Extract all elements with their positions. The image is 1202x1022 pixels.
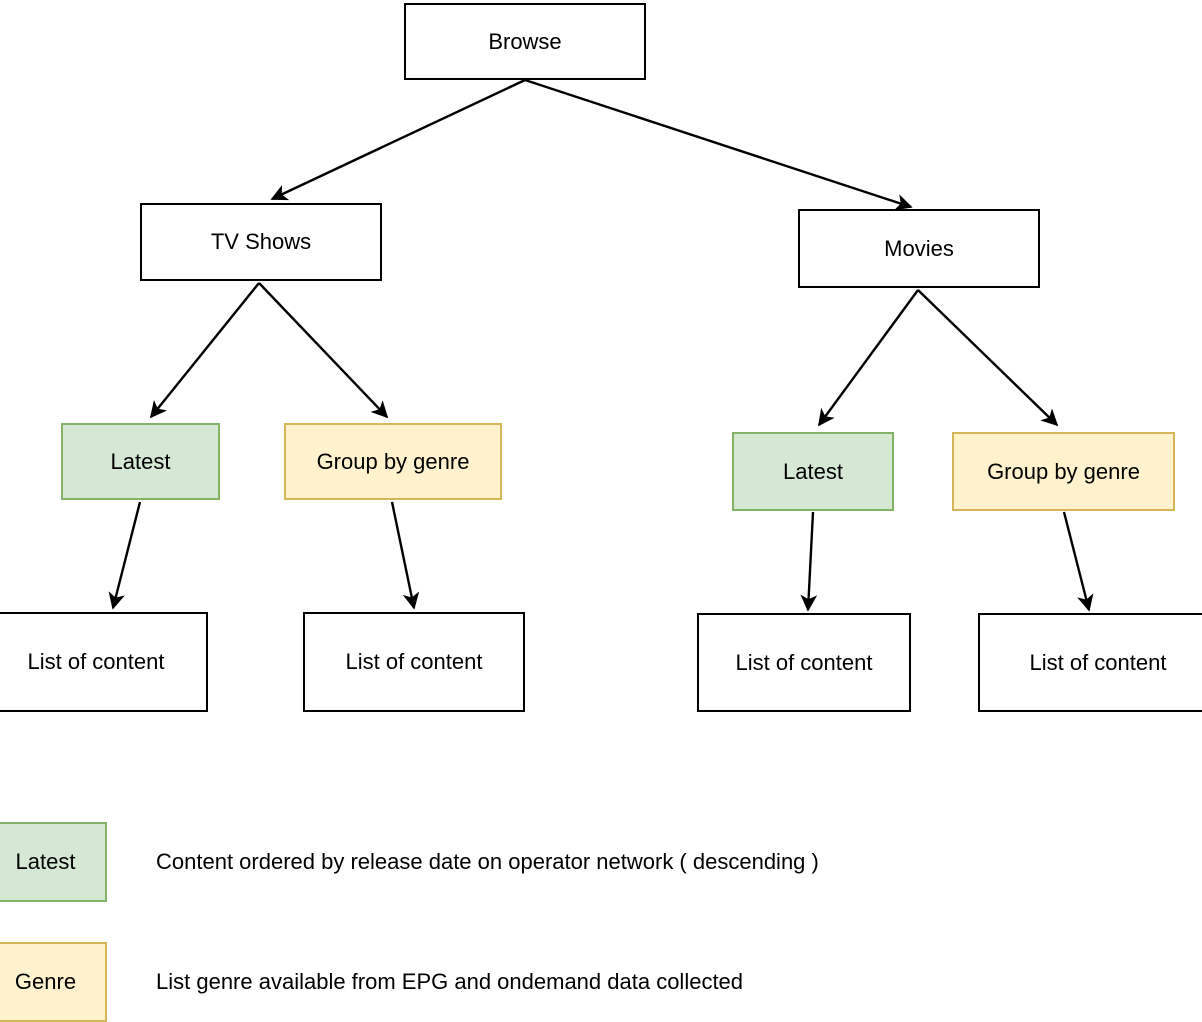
edge-movies-to-latest	[818, 289, 919, 427]
node-movies-latest-list-label: List of content	[735, 649, 873, 675]
node-movies[interactable]: Movies	[798, 209, 1040, 288]
edge-tvshows-to-latest	[149, 282, 260, 419]
edge-movies-to-group	[917, 289, 1059, 427]
node-tv-latest-list[interactable]: List of content	[0, 612, 208, 712]
edge-browse-to-tvshows	[270, 78, 526, 201]
node-movies-latest-label: Latest	[783, 458, 843, 484]
node-movies-group-list[interactable]: List of content	[978, 613, 1202, 712]
node-browse[interactable]: Browse	[404, 3, 646, 80]
node-tv-shows[interactable]: TV Shows	[140, 203, 382, 281]
legend-description-genre: List genre available from EPG and ondema…	[156, 969, 744, 994]
legend-swatch-genre-label: Genre	[14, 969, 77, 994]
node-movies-group-by-genre-label: Group by genre	[987, 458, 1140, 484]
node-movies-latest[interactable]: Latest	[732, 432, 894, 511]
edge-tvshows-to-group	[258, 282, 389, 419]
node-tv-group-by-genre[interactable]: Group by genre	[284, 423, 502, 500]
node-browse-label: Browse	[488, 28, 562, 54]
edge-browse-to-movies	[524, 78, 913, 211]
node-tv-latest-label: Latest	[110, 448, 171, 474]
edge-tvlatest-to-list	[108, 501, 142, 610]
node-movies-label: Movies	[884, 235, 954, 261]
node-movies-latest-list[interactable]: List of content	[697, 613, 911, 712]
legend-description-latest: Content ordered by release date on opera…	[156, 849, 819, 874]
edge-tvgroup-to-list	[390, 501, 420, 610]
node-tv-shows-label: TV Shows	[210, 229, 312, 255]
legend-swatch-genre: Genre	[0, 942, 107, 1022]
legend-swatch-latest-label: Latest	[15, 849, 76, 874]
node-tv-group-list[interactable]: List of content	[303, 612, 525, 712]
legend-swatch-latest: Latest	[0, 822, 107, 902]
node-tv-latest-list-label: List of content	[27, 649, 165, 675]
node-tv-group-list-label: List of content	[345, 649, 483, 675]
edge-moviesgroup-to-list	[1062, 511, 1094, 612]
node-tv-group-by-genre-label: Group by genre	[316, 448, 470, 474]
node-movies-group-by-genre[interactable]: Group by genre	[952, 432, 1175, 511]
node-tv-latest[interactable]: Latest	[61, 423, 220, 500]
node-movies-group-list-label: List of content	[1029, 649, 1167, 675]
edge-movieslatest-to-list	[800, 511, 818, 612]
